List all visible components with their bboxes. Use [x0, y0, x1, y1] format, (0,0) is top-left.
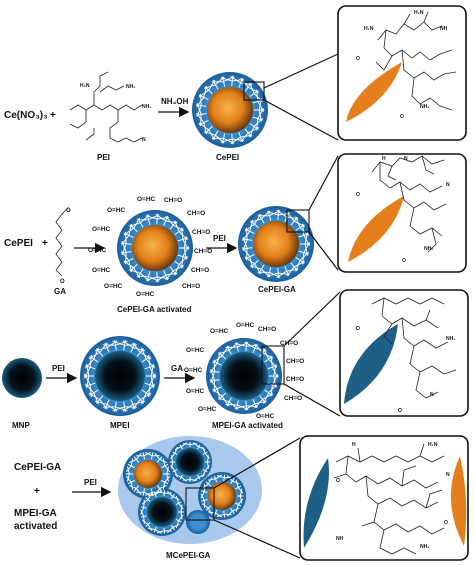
arrow-row4-label: PEI: [84, 478, 97, 487]
cepei-reagent-label: CePEI: [4, 238, 33, 249]
svg-text:O: O: [356, 56, 360, 62]
svg-text:NH₂: NH₂: [446, 336, 455, 342]
mcepei-ga-label: MCePEI-GA: [166, 551, 211, 560]
zoom-box-mcepei-ga: [299, 435, 469, 561]
plus-sign-4: +: [34, 486, 40, 497]
svg-text:CH=O: CH=O: [191, 267, 209, 274]
svg-text:CH=O: CH=O: [280, 340, 298, 347]
cepei-label: CePEI: [216, 153, 239, 162]
svg-text:O=HC: O=HC: [184, 367, 203, 374]
cepei-ga-activated-label: CePEI-GA activated: [117, 305, 192, 314]
svg-text:O=HC: O=HC: [104, 283, 123, 290]
cepei-ga-particle: [238, 206, 314, 282]
arrow-row3a-label: PEI: [52, 364, 65, 373]
glutaraldehyde-structure: [55, 207, 69, 277]
svg-text:NH: NH: [336, 536, 344, 542]
svg-text:N: N: [404, 156, 408, 162]
svg-text:O=HC: O=HC: [256, 413, 275, 420]
svg-text:N: N: [446, 472, 450, 478]
svg-text:O: O: [400, 114, 404, 120]
svg-text:O=HC: O=HC: [210, 328, 229, 335]
zoom-box-mpei-ga: [339, 289, 469, 417]
svg-text:O: O: [336, 478, 340, 484]
mnp-label: MNP: [12, 421, 30, 430]
pei-branch-decoration: [83, 340, 157, 412]
mnp-particle: [2, 358, 42, 398]
cepei-ga-activated-particle: [117, 210, 193, 286]
arrow-row2b-label: PEI: [213, 234, 226, 243]
pei-branch-decoration: [170, 442, 210, 482]
svg-text:H₂N: H₂N: [364, 26, 374, 32]
svg-text:H₂N: H₂N: [428, 442, 438, 448]
svg-text:O=HC: O=HC: [186, 347, 205, 354]
svg-text:O: O: [60, 279, 65, 285]
zoom-box-cepei-ga: [337, 153, 467, 273]
cepei-ga-reagent-label: CePEI-GA: [14, 462, 61, 473]
mpei-ga-reagent-label-1: MPEI-GA: [14, 508, 57, 519]
arrow-row1-label: NH₄OH: [161, 97, 189, 106]
svg-text:O=HC: O=HC: [137, 196, 156, 203]
svg-text:CH=O: CH=O: [286, 376, 304, 383]
svg-text:NH: NH: [440, 26, 448, 32]
cepei-ga-label: CePEI-GA: [258, 285, 296, 294]
plus-sign-1: +: [50, 110, 56, 121]
plus-sign-2: +: [42, 238, 48, 249]
svg-text:N: N: [142, 137, 146, 143]
svg-text:O=HC: O=HC: [88, 247, 107, 254]
svg-text:NH₂: NH₂: [142, 104, 151, 110]
mpei-ga-activated-label: MPEI-GA activated: [212, 421, 283, 430]
svg-text:O=HC: O=HC: [198, 406, 217, 413]
mpei-particle: [80, 336, 160, 416]
zoom-box-cepei: [337, 5, 467, 141]
pei-structure: [69, 71, 143, 143]
svg-text:O=HC: O=HC: [136, 291, 155, 298]
svg-text:H₂N: H₂N: [80, 83, 90, 89]
svg-text:NH₂: NH₂: [126, 84, 135, 90]
mcepei-ga-composite: [118, 436, 262, 544]
mpei-ga-activated-particle: [206, 338, 282, 414]
svg-text:O=HC: O=HC: [186, 388, 205, 395]
svg-text:O: O: [398, 408, 402, 414]
svg-text:O=HC: O=HC: [236, 322, 255, 329]
svg-text:CH=O: CH=O: [182, 283, 200, 290]
svg-text:O=HC: O=HC: [107, 207, 126, 214]
mpei-ga-reagent-label-2: activated: [14, 521, 57, 532]
cepei-particle: [192, 72, 268, 148]
svg-text:H: H: [352, 442, 356, 448]
arrow-row3b-label: GA: [171, 364, 183, 373]
svg-text:O: O: [356, 326, 360, 332]
svg-text:N: N: [430, 392, 434, 398]
pei-branch-decoration: [121, 213, 190, 283]
svg-text:CH=O: CH=O: [258, 326, 276, 333]
svg-text:O=HC: O=HC: [92, 226, 111, 233]
svg-text:NH₂: NH₂: [420, 104, 429, 110]
pei-branch-decoration: [125, 451, 171, 497]
ga-label: GA: [54, 287, 66, 296]
svg-text:O: O: [402, 258, 406, 264]
svg-text:O: O: [66, 208, 71, 214]
pei-label: PEI: [97, 153, 110, 162]
svg-text:NH₂: NH₂: [424, 246, 433, 252]
svg-text:CH=O: CH=O: [286, 358, 304, 365]
svg-text:O: O: [444, 520, 448, 526]
svg-text:CH=O: CH=O: [187, 210, 205, 217]
mpei-label: MPEI: [110, 421, 130, 430]
pei-branch-decoration: [140, 490, 184, 534]
svg-text:CH=O: CH=O: [192, 229, 210, 236]
pei-branch-decoration: [209, 341, 279, 411]
pei-branch-decoration: [242, 209, 311, 279]
svg-text:O: O: [356, 192, 360, 198]
svg-text:CH=O: CH=O: [164, 197, 182, 204]
svg-text:H: H: [382, 156, 386, 162]
svg-text:NH₂: NH₂: [420, 544, 429, 550]
svg-text:N: N: [446, 182, 450, 188]
svg-text:CH=O: CH=O: [284, 395, 302, 402]
cerium-nitrate-label: Ce(NO₃)₃: [4, 110, 48, 121]
svg-text:H₂N: H₂N: [414, 10, 424, 16]
svg-text:O=HC: O=HC: [92, 267, 111, 274]
aldehyde-group: CH=O: [194, 248, 212, 255]
